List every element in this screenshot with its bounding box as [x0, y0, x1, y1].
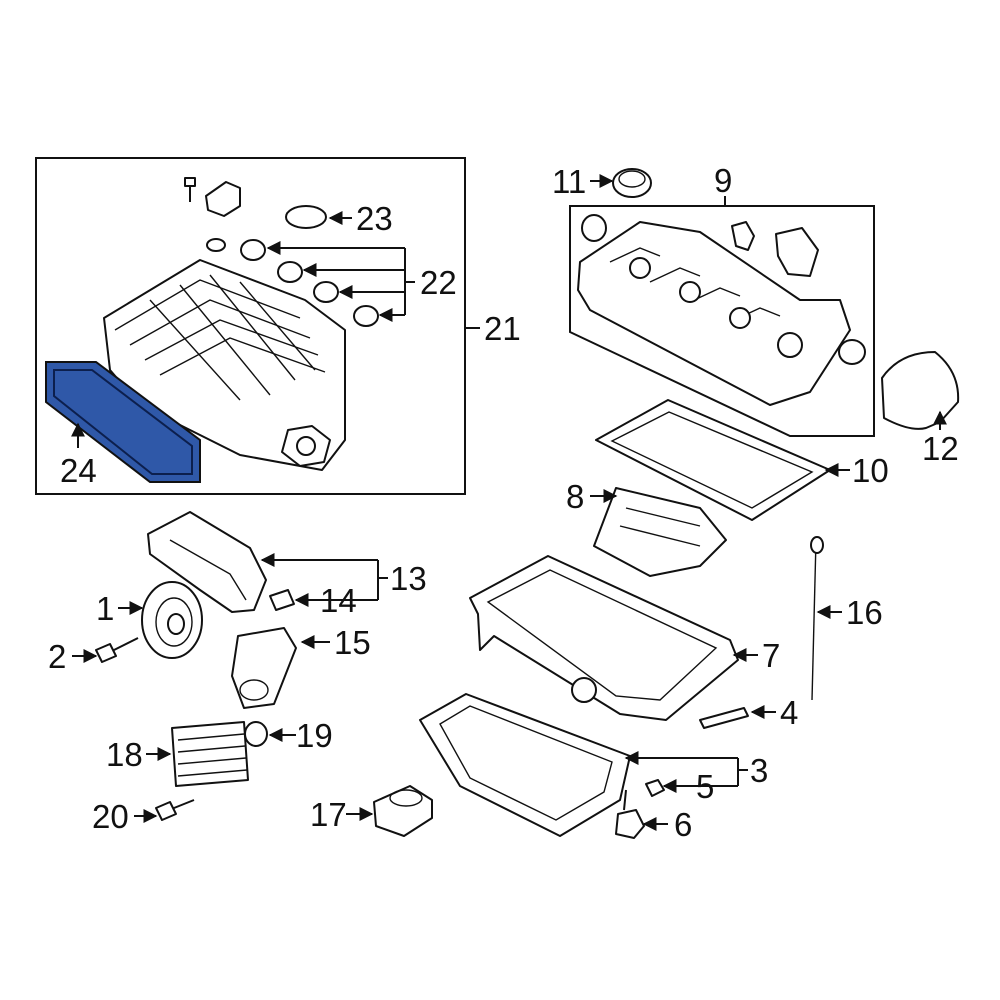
upper-oil-pan-7[interactable]	[469, 555, 739, 721]
pulley-1[interactable]	[141, 581, 203, 659]
callout-2: 2	[48, 638, 66, 675]
small-seal-ring[interactable]	[206, 238, 226, 252]
leader-3-bracket	[737, 758, 748, 786]
gasket-24-highlighted[interactable]	[45, 361, 201, 483]
callout-7: 7	[762, 637, 780, 674]
callout-labels: 11 9 23 22 21 12 24 10 8 13 14 1 16 15 2…	[48, 162, 959, 843]
callout-18: 18	[106, 736, 143, 773]
cover-sensor-a[interactable]	[731, 221, 755, 251]
callout-5: 5	[696, 768, 714, 805]
callout-14: 14	[320, 582, 357, 619]
callout-3: 3	[750, 752, 768, 789]
seals-22[interactable]	[240, 239, 379, 327]
callout-12: 12	[922, 430, 959, 467]
callout-13: 13	[390, 560, 427, 597]
oil-filter-17[interactable]	[373, 785, 433, 837]
callout-23: 23	[356, 200, 393, 237]
lower-oil-pan-3[interactable]	[419, 693, 631, 837]
seal-14[interactable]	[269, 589, 295, 611]
seal-19[interactable]	[244, 721, 268, 747]
leader-22-bracket	[404, 248, 415, 315]
seal-23[interactable]	[285, 205, 327, 229]
oil-cooler-18[interactable]	[171, 721, 249, 787]
bolt-20[interactable]	[155, 799, 195, 821]
bolt-2[interactable]	[95, 637, 139, 663]
timing-cover-13[interactable]	[147, 511, 267, 613]
callout-24: 24	[60, 452, 97, 489]
callout-15: 15	[334, 624, 371, 661]
callout-6: 6	[674, 806, 692, 843]
callout-20: 20	[92, 798, 129, 835]
intake-manifold[interactable]	[103, 259, 346, 471]
callout-8: 8	[566, 478, 584, 515]
callout-17: 17	[310, 796, 347, 833]
cover-seal-left[interactable]	[581, 214, 607, 242]
cover-shield-12[interactable]	[881, 351, 960, 430]
cover-sensor-b[interactable]	[775, 227, 819, 277]
callout-1: 1	[96, 590, 114, 627]
callout-4: 4	[780, 694, 798, 731]
callout-16: 16	[846, 594, 883, 631]
oil-filler-cap[interactable]	[612, 168, 652, 198]
sensor-6[interactable]	[615, 789, 645, 839]
baffle-8[interactable]	[593, 487, 727, 577]
callout-22: 22	[420, 264, 457, 301]
bracket-15[interactable]	[231, 627, 297, 709]
callout-9: 9	[714, 162, 732, 199]
cover-seal-right[interactable]	[838, 339, 866, 365]
drain-plug-5[interactable]	[645, 779, 665, 797]
leader-lines	[71, 174, 947, 831]
cylinder-head-cover[interactable]	[577, 221, 851, 406]
callout-11: 11	[552, 163, 586, 200]
sensor-with-bolt[interactable]	[184, 177, 241, 217]
callout-19: 19	[296, 717, 333, 754]
callout-21: 21	[484, 310, 521, 347]
dipstick-16[interactable]	[810, 536, 824, 701]
intake-manifold-group-box	[35, 157, 466, 495]
leader-13-bracket	[377, 560, 388, 600]
cylinder-head-cover-group-box	[569, 205, 875, 437]
callout-10: 10	[852, 452, 889, 489]
sealant-tube-4[interactable]	[699, 707, 749, 729]
